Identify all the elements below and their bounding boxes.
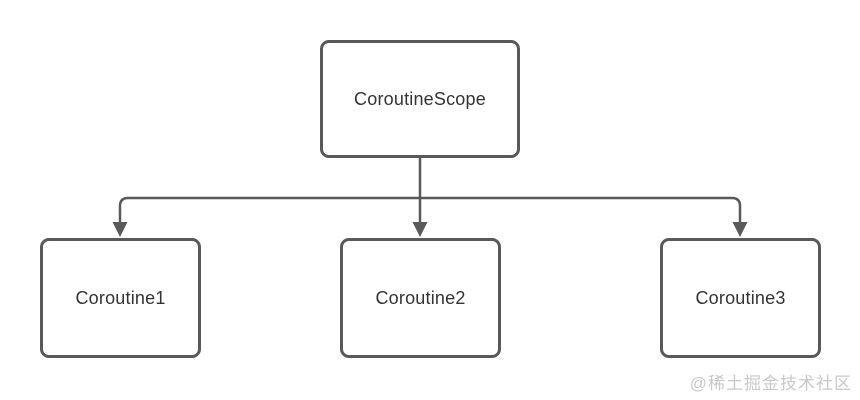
- watermark-text: @稀土掘金技术社区: [689, 374, 852, 393]
- arrowhead-down-icon: [732, 222, 748, 237]
- connector-root-to-coroutine3: [420, 196, 748, 237]
- arrowhead-down-icon: [112, 222, 128, 237]
- node-label: Coroutine3: [695, 287, 786, 308]
- node-coroutine3: Coroutine3: [660, 238, 821, 358]
- node-coroutine2: Coroutine2: [340, 238, 501, 358]
- arrowhead-down-icon: [412, 222, 428, 237]
- node-label: Coroutine1: [75, 287, 166, 308]
- node-coroutine1: Coroutine1: [40, 238, 201, 358]
- connector-root-to-coroutine1: [112, 196, 420, 237]
- node-label: Coroutine2: [375, 287, 466, 308]
- connector-root-to-coroutine2: [412, 158, 428, 237]
- node-coroutinescope: CoroutineScope: [320, 40, 520, 158]
- node-label: CoroutineScope: [354, 88, 486, 109]
